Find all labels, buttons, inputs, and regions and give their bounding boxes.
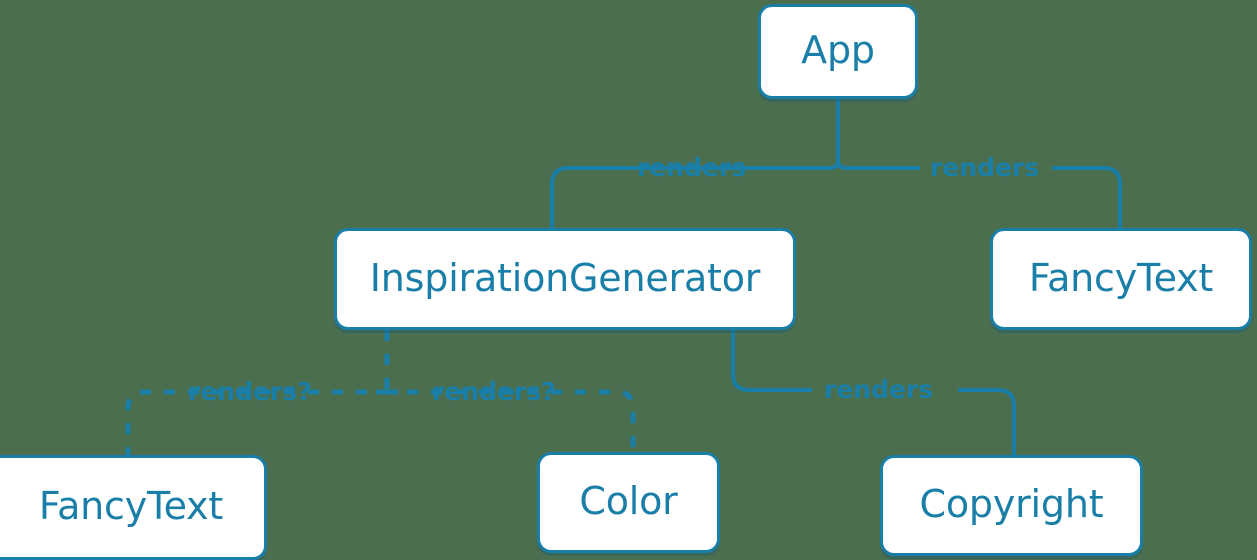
- edge-label-app-to-fancytext: renders: [930, 153, 1040, 182]
- node-app-label: App: [801, 28, 875, 72]
- node-inspirationgenerator[interactable]: InspirationGenerator: [334, 228, 796, 330]
- node-fancytext-left[interactable]: FancyText: [0, 455, 267, 560]
- edge-inspgen-to-copyright-left: [731, 330, 812, 392]
- edge-label-inspgen-to-color: renders?: [432, 377, 556, 406]
- edge-app-to-fancytext: [1052, 166, 1122, 228]
- edge-app-stem-right: [836, 159, 847, 170]
- edge-label-app-to-inspgen: renders: [637, 153, 747, 182]
- node-fancytext-right-label: FancyText: [1028, 255, 1214, 300]
- edge-label-inspgen-to-fancytext-left: renders?: [188, 377, 312, 406]
- edge-app-to-inspgen: [550, 166, 638, 228]
- node-copyright[interactable]: Copyright: [880, 455, 1143, 556]
- edge-label-inspgen-to-copyright: renders: [824, 375, 934, 404]
- edge-inspgen-to-copyright-right: [958, 388, 1016, 455]
- edge-inspgen-to-fancytext-left: [125, 389, 367, 455]
- node-copyright-label: Copyright: [919, 482, 1104, 526]
- node-inspirationgenerator-label: InspirationGenerator: [369, 255, 761, 300]
- node-fancytext-left-label: FancyText: [38, 484, 224, 528]
- node-color[interactable]: Color: [537, 452, 720, 553]
- node-fancytext-right[interactable]: FancyText: [990, 228, 1252, 330]
- node-app[interactable]: App: [758, 4, 918, 99]
- edge-app-stem: [829, 99, 840, 170]
- node-color-label: Color: [579, 479, 678, 523]
- edge-inspgen-to-color: [407, 389, 636, 452]
